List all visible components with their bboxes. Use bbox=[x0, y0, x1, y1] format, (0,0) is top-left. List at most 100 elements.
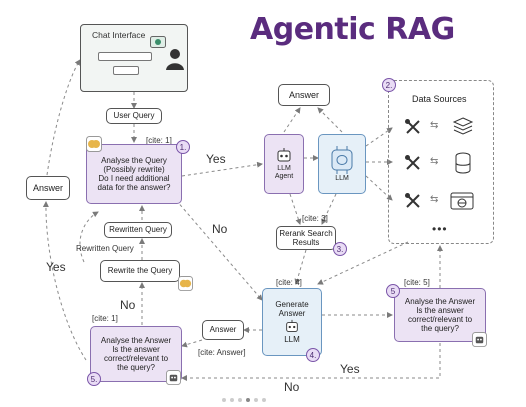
agent-llm-label: LLM bbox=[277, 164, 291, 172]
tools-icon bbox=[405, 193, 420, 208]
tools-icon bbox=[405, 119, 420, 134]
edge-ds-to-generate bbox=[317, 241, 409, 285]
rerank-cite: [cite: 3] bbox=[302, 214, 328, 223]
carousel-dots[interactable] bbox=[222, 398, 266, 402]
generate-llm-label: LLM bbox=[284, 334, 300, 344]
generate-answer-box[interactable]: Generate Answer LLM bbox=[262, 288, 322, 356]
agent-label: Agent bbox=[274, 173, 294, 180]
analyse-answer-right-line4: the query? bbox=[421, 324, 459, 334]
answer-left-label: Answer bbox=[32, 182, 63, 193]
plus-icon bbox=[150, 36, 166, 48]
tools-icon bbox=[405, 155, 420, 170]
carousel-dot[interactable] bbox=[254, 398, 258, 402]
carousel-dot[interactable] bbox=[238, 398, 242, 402]
edge-llm-to-answertop bbox=[317, 107, 343, 133]
chat-send-button[interactable] bbox=[113, 66, 139, 75]
analyse-answer-left-box: Analyse the Answer Is the answer correct… bbox=[90, 326, 182, 382]
step-badge-4: 4. bbox=[306, 348, 320, 362]
step-badge-5-left: 5. bbox=[87, 372, 101, 386]
analyse-query-line1: Analyse the Query bbox=[101, 155, 167, 165]
user-query-label: User Query bbox=[113, 111, 155, 121]
rerank-box: Rerank Search Results bbox=[276, 226, 336, 250]
rewrite-query-box: Rewrite the Query bbox=[100, 260, 180, 282]
llm-box[interactable]: LLM bbox=[318, 134, 366, 194]
generate-line2: Answer bbox=[278, 309, 306, 319]
data-sources-group bbox=[388, 80, 494, 244]
rewritten-query-side-label: Rewritten Query bbox=[76, 244, 134, 253]
chat-interface-label: Chat Interface bbox=[92, 30, 146, 40]
edge-rewritten-side bbox=[79, 211, 99, 263]
answer-mid-box: Answer bbox=[202, 320, 244, 340]
edge-label-yes-bottom: Yes bbox=[340, 362, 360, 376]
analyse-query-line4: data for the answer? bbox=[97, 183, 171, 193]
brain-icon bbox=[86, 136, 102, 152]
generate-line1: Generate bbox=[275, 300, 309, 310]
step-badge-1: 1. bbox=[176, 140, 190, 154]
edge-label-yes-left: Yes bbox=[46, 260, 66, 274]
layers-icon bbox=[452, 117, 474, 135]
analyse-answer-left-line3: correct/relevant to bbox=[103, 354, 169, 363]
analyse-answer-right-line2: Is the answer bbox=[416, 305, 464, 315]
database-icon bbox=[455, 152, 471, 174]
analyse-query-box: Analyse the Query (Possibly rewrite) Do … bbox=[86, 144, 182, 204]
answer-mid-label: Answer bbox=[209, 325, 237, 335]
carousel-dot[interactable] bbox=[222, 398, 226, 402]
carousel-dot-active[interactable] bbox=[246, 398, 250, 402]
rewrite-query-label: Rewrite the Query bbox=[107, 266, 173, 276]
robot-icon bbox=[277, 147, 291, 162]
edge-agent-to-rerank bbox=[289, 193, 302, 225]
edge-analyseright-to-analyseleft-no bbox=[181, 343, 441, 381]
sync-arrows-icon: ⇆ bbox=[430, 120, 439, 131]
person-icon bbox=[166, 49, 184, 70]
chip-brain-icon bbox=[331, 145, 353, 174]
answer-top-box: Answer bbox=[278, 84, 330, 106]
analyse-answer-left-cite: [cite: 1] bbox=[92, 314, 118, 323]
edge-label-no-mid: No bbox=[212, 222, 228, 236]
analyse-query-line2: (Possibly rewrite) bbox=[103, 164, 165, 174]
generate-cite: [cite: 4] bbox=[276, 278, 302, 287]
analyse-answer-right-line1: Analyse the Answer bbox=[404, 296, 476, 306]
robot-icon bbox=[286, 319, 298, 332]
step-badge-3: 3. bbox=[333, 242, 347, 256]
analyse-answer-right-cite: [cite: 5] bbox=[404, 278, 430, 287]
edge-analyseanswer-to-answerleft-yes bbox=[42, 201, 87, 361]
sync-arrows-icon: ⇆ bbox=[430, 156, 439, 167]
user-query-box: User Query bbox=[106, 108, 162, 124]
chat-input-field[interactable] bbox=[98, 52, 152, 61]
analyse-answer-right-line3: correct/relevant to bbox=[407, 315, 473, 324]
analyse-answer-right-box: Analyse the Answer Is the answer correct… bbox=[394, 288, 486, 342]
step-badge-2: 2. bbox=[382, 78, 396, 92]
edge-agent-to-answertop bbox=[283, 107, 301, 133]
analyse-answer-left-line2: Is the answer bbox=[112, 344, 160, 354]
rerank-line1: Rerank Search bbox=[279, 228, 333, 238]
edge-llm-to-ds-1 bbox=[365, 127, 393, 147]
step-badge-5-right: 5 bbox=[386, 284, 400, 298]
rewritten-query-label: Rewritten Query bbox=[109, 225, 167, 235]
data-sources-title: Data Sources bbox=[412, 94, 467, 104]
agent-box[interactable]: LLM Agent bbox=[264, 134, 304, 194]
edge-answermid-to-analyseanswer bbox=[181, 339, 203, 348]
more-sources-indicator: ••• bbox=[432, 222, 448, 236]
robot-icon bbox=[166, 370, 181, 385]
llm-label: LLM bbox=[335, 174, 349, 182]
sync-arrows-icon: ⇆ bbox=[430, 194, 439, 205]
analyse-query-cite: [cite: 1] bbox=[146, 136, 172, 145]
brain-icon bbox=[178, 276, 193, 291]
browser-globe-icon bbox=[450, 192, 474, 210]
carousel-dot[interactable] bbox=[262, 398, 266, 402]
analyse-answer-left-line1: Analyse the Answer bbox=[100, 335, 172, 345]
rerank-line2: Results bbox=[292, 238, 320, 247]
page-title: Agentic RAG bbox=[250, 12, 455, 47]
robot-icon bbox=[472, 332, 487, 347]
edge-label-no-rewrite: No bbox=[120, 298, 136, 312]
edge-answerleft-to-chat bbox=[46, 59, 81, 176]
edge-analyse-to-agent-yes bbox=[181, 161, 263, 177]
edge-label-no-bottom: No bbox=[284, 380, 300, 394]
carousel-dot[interactable] bbox=[230, 398, 234, 402]
answer-top-label: Answer bbox=[288, 89, 319, 100]
rewritten-query-box: Rewritten Query bbox=[104, 222, 172, 238]
answer-left-box: Answer bbox=[26, 176, 70, 200]
answer-mid-cite: [cite: Answer] bbox=[198, 348, 246, 357]
